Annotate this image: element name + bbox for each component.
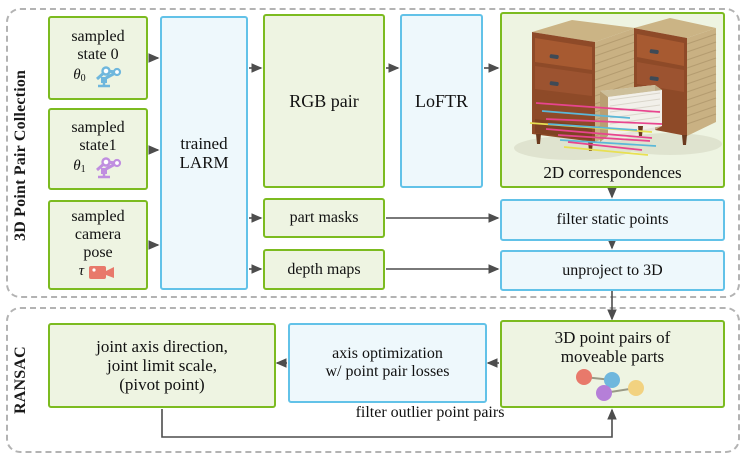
robot-arm-icon xyxy=(95,157,121,179)
section-3d-point-pair-collection xyxy=(6,8,740,298)
part-masks-label: part masks xyxy=(289,209,359,227)
two-cabinet-correspondence-image xyxy=(514,18,722,160)
point-dot-blue xyxy=(604,372,620,388)
sampled-state-0-symbol: θ0 xyxy=(73,67,86,85)
trained-larm-line1: trained xyxy=(180,133,228,153)
joint-params-line3: (pivot point) xyxy=(119,375,205,395)
sampled-state-0-line1: sampled xyxy=(71,28,125,46)
axis-optimization-line1: axis optimization xyxy=(332,345,443,363)
section-ransac xyxy=(6,307,740,453)
trained-larm-line2: LARM xyxy=(179,153,229,172)
node-sampled-state-1[interactable]: sampled state1 θ1 xyxy=(48,108,148,190)
point-dot-purple xyxy=(596,385,612,401)
point-pairs-line2: moveable parts xyxy=(560,347,665,367)
sampled-camera-symbol: τ xyxy=(78,263,85,280)
point-pairs-illustration xyxy=(576,369,644,401)
sampled-state-0-line2: state 0 xyxy=(77,46,119,63)
correspondences-caption: 2D correspondences xyxy=(543,162,682,182)
point-dot-yellow xyxy=(628,380,644,396)
node-2d-correspondences[interactable]: 2D correspondences xyxy=(500,12,725,188)
node-rgb-pair[interactable]: RGB pair xyxy=(263,14,385,188)
sampled-camera-line1: sampled xyxy=(71,208,125,226)
sampled-camera-line3: pose xyxy=(83,243,113,261)
node-loftr[interactable]: LoFTR xyxy=(400,14,483,188)
depth-maps-label: depth maps xyxy=(287,260,361,278)
camera-icon xyxy=(89,265,115,279)
loftr-label: LoFTR xyxy=(414,90,468,111)
sampled-state-1-line2: state1 xyxy=(79,137,117,154)
joint-params-line1: joint axis direction, xyxy=(96,336,228,356)
filter-static-points-label: filter static points xyxy=(556,211,669,229)
rgb-pair-label: RGB pair xyxy=(289,90,359,111)
joint-params-line2: joint limit scale, xyxy=(106,355,217,375)
sampled-state-1-symbol: θ1 xyxy=(73,158,86,176)
sampled-state-1-line1: sampled xyxy=(71,119,125,137)
point-pairs-line1: 3D point pairs of xyxy=(554,328,671,347)
node-3d-point-pairs[interactable]: 3D point pairs of moveable parts xyxy=(500,320,725,408)
sampled-camera-line2: camera xyxy=(74,226,122,244)
node-axis-optimization[interactable]: axis optimization w/ point pair losses xyxy=(288,323,487,403)
node-filter-static-points[interactable]: filter static points xyxy=(500,199,725,241)
unproject-to-3d-label: unproject to 3D xyxy=(562,261,663,279)
node-part-masks[interactable]: part masks xyxy=(263,198,385,238)
node-unproject-to-3d[interactable]: unproject to 3D xyxy=(500,250,725,291)
node-depth-maps[interactable]: depth maps xyxy=(263,249,385,290)
node-trained-larm[interactable]: trained LARM xyxy=(160,16,248,290)
axis-optimization-line2: w/ point pair losses xyxy=(325,363,450,380)
node-sampled-camera-pose[interactable]: sampled camera pose τ xyxy=(48,200,148,290)
point-dot-red xyxy=(576,369,592,385)
node-sampled-state-0[interactable]: sampled state 0 θ0 xyxy=(48,16,148,100)
node-joint-parameters[interactable]: joint axis direction, joint limit scale,… xyxy=(48,323,276,408)
edge-label-filter-outlier-point-pairs: filter outlier point pairs xyxy=(355,404,505,421)
robot-arm-icon xyxy=(95,66,121,88)
